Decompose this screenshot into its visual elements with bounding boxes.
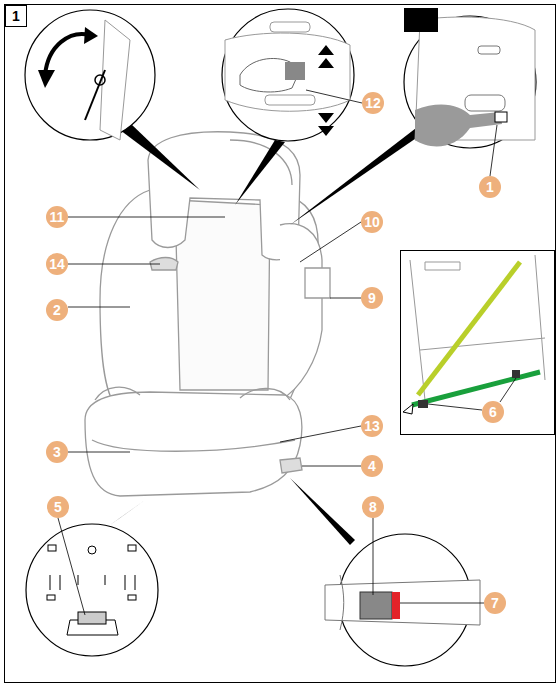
isofix-detail: [47, 545, 136, 635]
callout-number: 8: [362, 496, 384, 518]
callout-number: 10: [361, 211, 383, 233]
callout-number: 3: [46, 441, 68, 463]
callout-number: 1: [479, 176, 501, 198]
callout-number: 5: [47, 496, 69, 518]
frame: [5, 5, 556, 683]
callout-number: 2: [46, 299, 68, 321]
callout-number: 4: [361, 455, 383, 477]
callout-number: 6: [482, 401, 504, 423]
zoom-pointer: [110, 123, 425, 545]
headrest-detail: [225, 22, 350, 136]
callout-number: 14: [46, 253, 68, 275]
callout-number: 12: [362, 92, 384, 114]
callout-number: 9: [361, 287, 383, 309]
recline-detail: [38, 20, 130, 140]
callout-number: 7: [484, 592, 506, 614]
callout-number: 13: [361, 415, 383, 437]
belt-inset: [401, 251, 555, 435]
release-detail: [405, 8, 535, 146]
seat-drawing: [85, 132, 330, 496]
leader-line: [58, 90, 516, 615]
zoom-circle: [25, 9, 536, 666]
figure-number: 1: [5, 5, 27, 27]
manual-icon: [404, 8, 438, 32]
latch-detail: [325, 575, 480, 630]
callout-number: 11: [46, 206, 68, 228]
